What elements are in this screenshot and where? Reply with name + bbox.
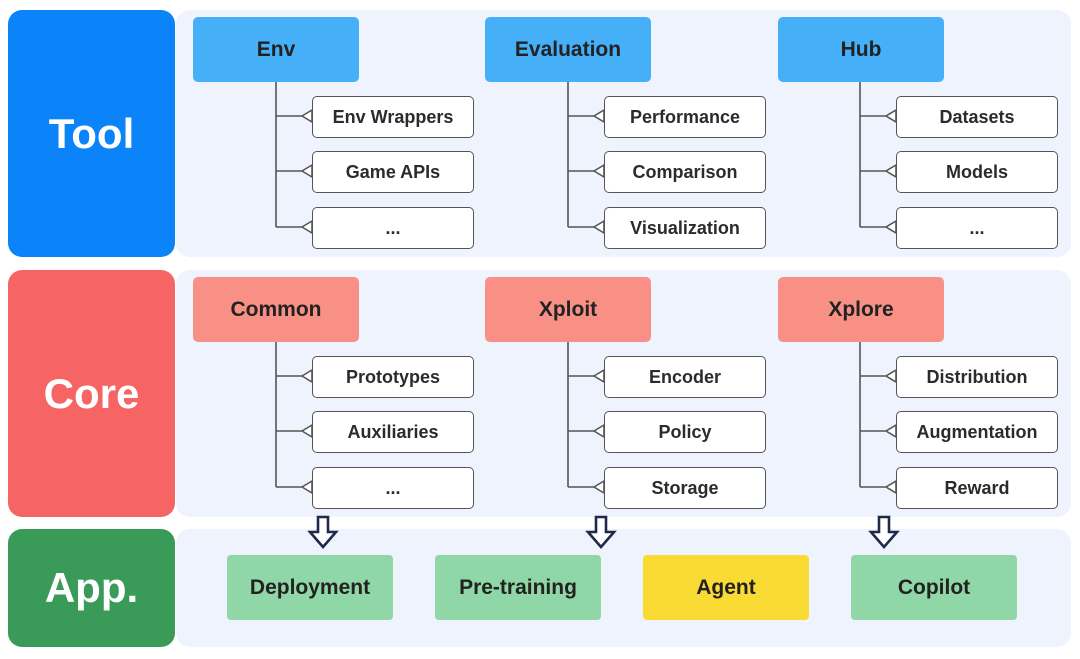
app-item-text: Deployment [249, 575, 371, 599]
xploit-item-text: Storage [651, 477, 719, 498]
xploit-item-text: Encoder [648, 366, 722, 387]
module-header-xplore: Xplore [778, 277, 944, 342]
xploit-item-encoder: Encoder [604, 356, 766, 398]
hub-item-models: Models [896, 151, 1058, 193]
module-header-xplore-text: Xplore [828, 297, 894, 321]
core-layer-label-text: Core [43, 369, 140, 417]
xplore-item-distribution: Distribution [896, 356, 1058, 398]
evaluation-item-text: Performance [629, 106, 741, 127]
hub-item-text: ... [969, 217, 985, 238]
xplore-item-text: Augmentation [916, 421, 1038, 442]
env-item-text: ... [385, 217, 401, 238]
module-header-env-text: Env [256, 37, 296, 61]
module-header-evaluation: Evaluation [485, 17, 651, 82]
module-header-xploit-text: Xploit [538, 297, 598, 321]
module-header-common-text: Common [230, 297, 322, 321]
module-header-common: Common [193, 277, 359, 342]
hub-item-text: Datasets [939, 106, 1015, 127]
evaluation-item-performance: Performance [604, 96, 766, 138]
env-item-env-wrappers: Env Wrappers [312, 96, 474, 138]
xploit-item-policy: Policy [604, 411, 766, 453]
app-item-text: Pre-training [459, 575, 577, 599]
evaluation-item-text: Visualization [630, 217, 740, 238]
evaluation-item-text: Comparison [632, 161, 738, 182]
core-layer-label: Core [8, 270, 175, 517]
common-item-more: ... [312, 467, 474, 509]
xploit-item-text: Policy [658, 421, 712, 442]
xplore-item-text: Reward [944, 477, 1010, 498]
app-item-copilot: Copilot [851, 555, 1017, 620]
common-item-text: ... [385, 477, 401, 498]
xplore-item-reward: Reward [896, 467, 1058, 509]
app-item-pre-training: Pre-training [435, 555, 601, 620]
evaluation-item-visualization: Visualization [604, 207, 766, 249]
tool-layer-label: Tool [8, 10, 175, 257]
hub-item-more: ... [896, 207, 1058, 249]
evaluation-item-comparison: Comparison [604, 151, 766, 193]
xploit-item-storage: Storage [604, 467, 766, 509]
app-item-text: Copilot [897, 575, 971, 599]
hub-item-text: Models [945, 161, 1008, 182]
tool-layer-label-text: Tool [48, 109, 135, 157]
app-layer-label: App. [8, 529, 175, 647]
common-item-auxiliaries: Auxiliaries [312, 411, 474, 453]
env-item-text: Env Wrappers [332, 106, 454, 127]
module-header-hub: Hub [778, 17, 944, 82]
app-item-text: Agent [696, 575, 756, 599]
app-layer-label-text: App. [44, 564, 139, 611]
env-item-more: ... [312, 207, 474, 249]
xplore-item-augmentation: Augmentation [896, 411, 1058, 453]
common-item-text: Prototypes [345, 366, 441, 387]
app-item-deployment: Deployment [227, 555, 393, 620]
env-item-game-apis: Game APIs [312, 151, 474, 193]
module-header-hub-text: Hub [840, 37, 882, 61]
module-header-xploit: Xploit [485, 277, 651, 342]
env-item-text: Game APIs [345, 161, 441, 182]
module-header-env: Env [193, 17, 359, 82]
hub-item-datasets: Datasets [896, 96, 1058, 138]
common-item-prototypes: Prototypes [312, 356, 474, 398]
xplore-item-text: Distribution [926, 366, 1028, 387]
module-header-evaluation-text: Evaluation [514, 37, 622, 61]
common-item-text: Auxiliaries [347, 421, 439, 442]
app-item-agent: Agent [643, 555, 809, 620]
